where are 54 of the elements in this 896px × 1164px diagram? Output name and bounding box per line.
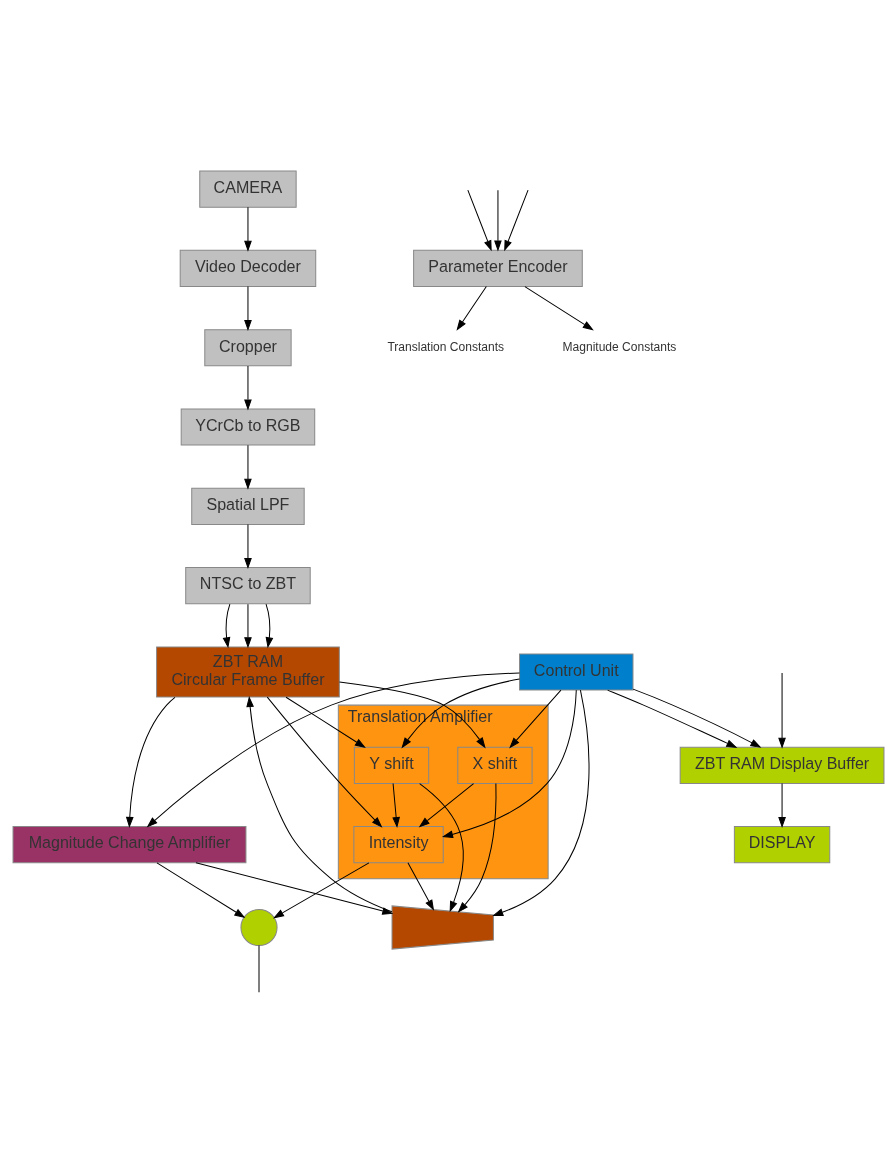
arrow [418, 783, 474, 828]
arrow [632, 688, 761, 748]
arrow [155, 862, 245, 918]
node-trapezoid [391, 905, 494, 950]
arrow [509, 689, 561, 748]
arrow [243, 206, 252, 251]
arrow [777, 783, 786, 828]
node-box: YCrCb to RGB [180, 408, 315, 446]
arrow [457, 783, 496, 913]
arrow [392, 783, 400, 828]
arrow [466, 189, 492, 251]
node-box: NTSC to ZBT [184, 567, 311, 605]
node-circle [239, 908, 278, 947]
arrow [273, 862, 369, 919]
arrow [606, 689, 736, 748]
arrow [194, 862, 392, 915]
node-box: Spatial LPF [190, 487, 305, 525]
node-box: CAMERA [198, 170, 297, 208]
arrow [442, 689, 577, 838]
arrow [245, 697, 392, 913]
arrow [777, 672, 786, 748]
arrow [456, 286, 487, 331]
arrow [266, 696, 382, 828]
arrow [125, 696, 175, 827]
arrow [493, 189, 502, 251]
node-box: ZBT RAM Circular Frame Buffer [155, 646, 340, 698]
node-box: Cropper [203, 329, 292, 367]
arrow [243, 365, 252, 410]
node-text: Magnitude Constants [562, 339, 676, 354]
node-box: Video Decoder [179, 249, 316, 287]
node-box: Magnitude Change Amplifier [12, 826, 246, 864]
node-box: Control Unit [518, 653, 633, 691]
arrow [243, 444, 252, 489]
arrow [492, 689, 589, 916]
arrow [146, 672, 520, 828]
node-box: DISPLAY [733, 826, 830, 864]
arrow [243, 603, 252, 648]
node-box: Intensity [352, 826, 444, 864]
arrow [243, 286, 252, 331]
node-box: ZBT RAM Display Buffer [679, 746, 884, 784]
arrow [222, 603, 230, 648]
arrow [285, 696, 365, 748]
arrow [401, 678, 520, 748]
arrow [243, 524, 252, 569]
arrow [406, 862, 434, 910]
arrow [338, 681, 485, 748]
arrow [503, 189, 529, 251]
node-box: Parameter Encoder [412, 249, 583, 287]
node-box: Y shift [353, 746, 429, 784]
arrow [418, 783, 464, 912]
arrow [265, 603, 273, 648]
node-box: X shift [456, 746, 533, 784]
node-text: Translation Constants [386, 339, 504, 354]
arrow [523, 286, 593, 331]
